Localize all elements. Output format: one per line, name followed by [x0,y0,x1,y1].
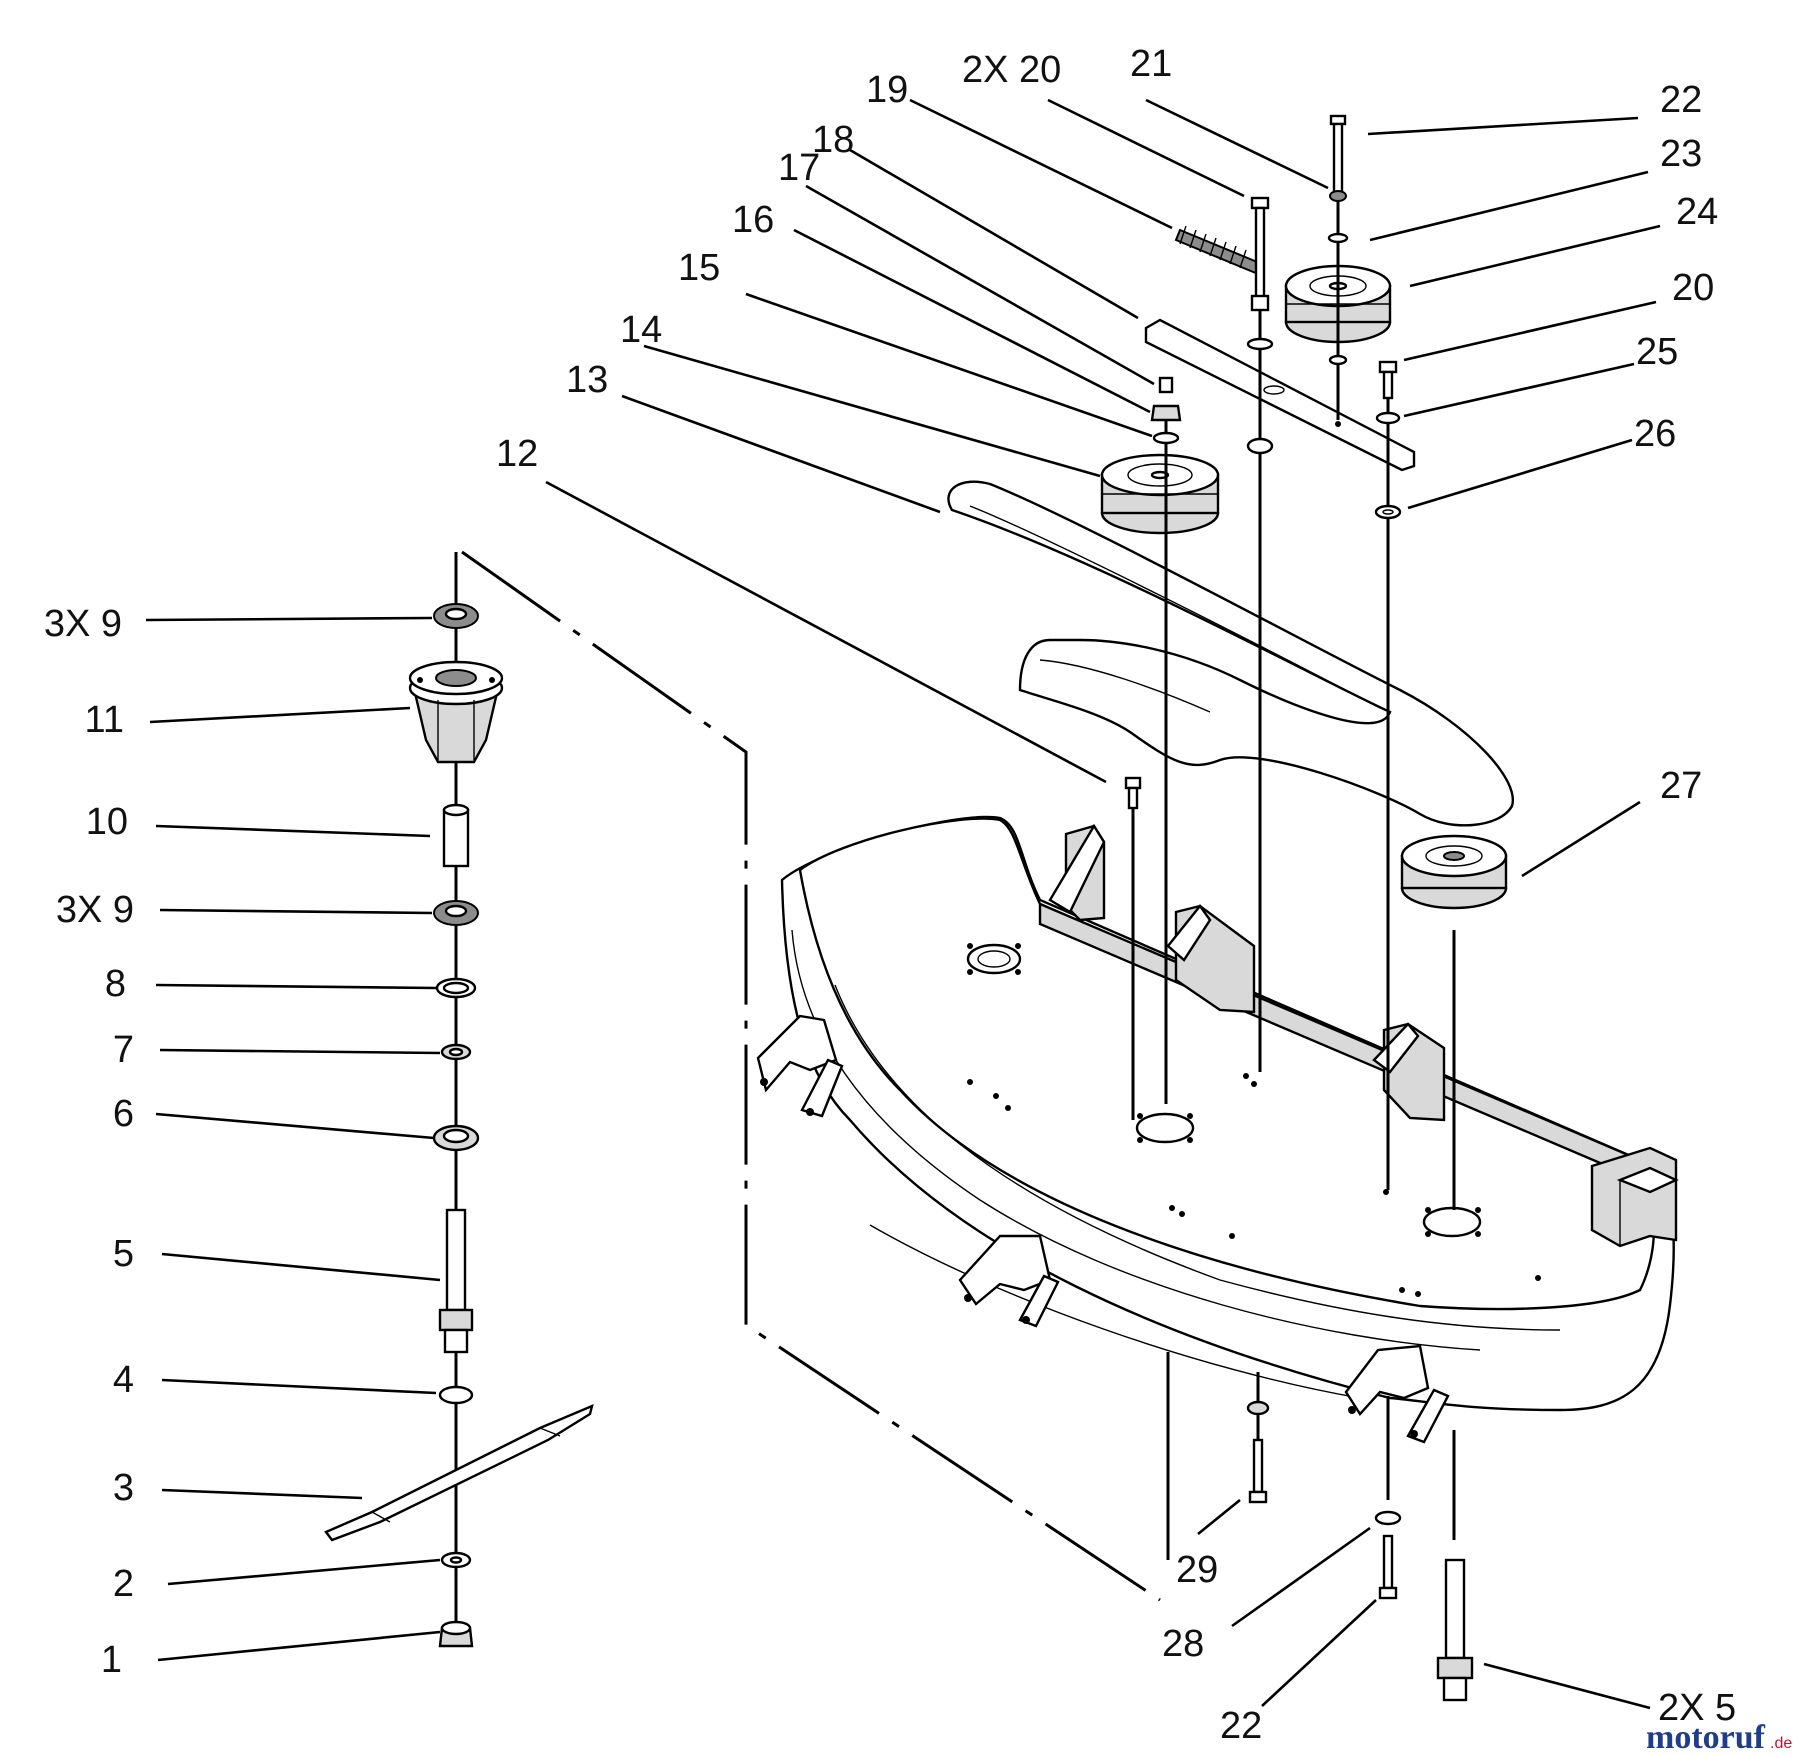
spacer-under-pulley-24 [1328,354,1348,366]
watermark-suffix: .de [1770,1735,1792,1752]
callout-20-top: 2X 20 [962,49,1061,91]
part-4-washer [438,1385,474,1405]
part-13-belt [947,480,1515,827]
part-18-idler-arm [1144,318,1416,472]
part-15-washer [1152,431,1180,445]
part-7-washer [440,1043,472,1061]
callout-12: 12 [496,433,538,475]
rear-bracket-center [1166,904,1256,1014]
callout-1: 1 [101,1639,122,1681]
callout-11: 11 [85,699,124,741]
callout-9-upper: 3X 9 [44,603,122,645]
part-1-nut [438,1620,474,1648]
part-23-washer [1327,232,1349,244]
callout-19: 19 [866,69,908,111]
part-17-nut [1158,376,1174,394]
callout-8: 8 [105,963,126,1005]
callout-6: 6 [113,1093,134,1135]
part-20-bolt-left [1250,196,1270,300]
callout-5-right: 2X 5 [1658,1687,1736,1729]
callout-21: 21 [1130,43,1172,85]
part-9-bearing-top [433,603,479,629]
rear-bracket-right [1372,1022,1446,1122]
callout-9-lower: 3X 9 [56,889,134,931]
callout-15: 15 [678,247,720,289]
part-25-washer [1375,411,1401,425]
callout-7: 7 [113,1029,134,1071]
hanger-bracket-left-rear [756,1014,844,1118]
part-29-bolt [1246,1400,1270,1504]
callout-14: 14 [620,309,662,351]
part-16-nut [1150,404,1182,422]
callout-29: 29 [1176,1549,1218,1591]
callout-22-bottom: 22 [1220,1705,1262,1747]
part-5-shaft-right [1436,1558,1474,1702]
part-3-blade [324,1403,594,1542]
deck-holes [967,1073,1541,1297]
part-2-washer [440,1551,472,1569]
rear-bracket-left [1048,823,1106,922]
callout-5: 5 [113,1233,134,1275]
spindle-mount-left [966,943,1022,975]
callout-16: 16 [732,199,774,241]
part-22-bolt-top [1329,114,1347,198]
part-11-spindle-housing [408,660,504,764]
callout-26: 26 [1634,413,1676,455]
spindle-mount-center [1135,1112,1195,1144]
part-10-spacer-sleeve [442,803,470,868]
hanger-bracket-left-front [958,1234,1060,1328]
callout-25: 25 [1636,331,1678,373]
part-20-bolt-right [1378,360,1398,400]
callout-3: 3 [113,1467,134,1509]
discharge-chute-mount [1590,1146,1679,1248]
callout-18: 18 [812,119,854,161]
part-5-spindle-shaft [438,1208,474,1354]
part-12-bolt [1124,776,1142,810]
part-28-mower-deck [756,815,1679,1444]
callout-24: 24 [1676,191,1718,233]
reference-lines [461,550,1161,1602]
callout-2: 2 [113,1563,134,1605]
callout-17: 17 [778,147,820,189]
part-26-washer [1374,504,1402,520]
hanger-bracket-right-front [1344,1344,1450,1444]
watermark-logo: motoruf .de [1646,1719,1792,1756]
part-27-pulley [1400,834,1508,910]
part-28-washer-bottom [1374,1510,1402,1526]
part-21-nut [1329,190,1347,202]
spindle-mount-right [1422,1206,1482,1238]
callout-27: 27 [1660,765,1702,807]
spindle-assembly [324,552,594,1648]
watermark-text: motoruf [1646,1719,1766,1756]
callout-23: 23 [1660,133,1702,175]
leader-lines [145,98,1661,1710]
callout-13: 13 [566,359,608,401]
callout-22-top: 22 [1660,79,1702,121]
callout-20-right: 20 [1672,267,1714,309]
part-6-seal [432,1124,480,1152]
callout-4: 4 [113,1359,134,1401]
part-14-pulley-idler [1100,453,1220,535]
part-22-bolt-bottom [1378,1534,1398,1600]
callout-28: 28 [1162,1623,1204,1665]
callout-10: 10 [86,801,128,843]
part-19-spring [1174,225,1264,276]
part-9-bearing-bottom [433,900,479,926]
part-8-snap-ring [435,977,477,999]
callout-labels: 1 2 3 4 5 6 7 8 3X 9 10 11 3X 9 12 13 14… [44,43,1736,1747]
bolt-left-spacer [1246,294,1274,455]
